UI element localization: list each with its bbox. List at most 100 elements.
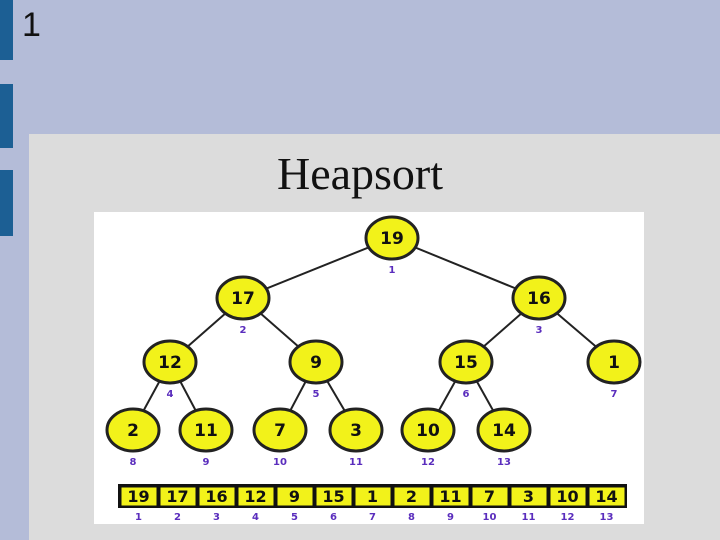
- heap-node-circle: [511, 275, 567, 321]
- heap-node-index: 6: [463, 389, 470, 400]
- heap-node-value: 14: [492, 421, 516, 441]
- heap-node-index: 1: [389, 265, 396, 276]
- heap-node: 95: [288, 339, 344, 400]
- array-cell-index: 13: [600, 512, 614, 523]
- slide-title: Heapsort: [276, 148, 444, 199]
- heap-node: 16 3: [511, 275, 567, 336]
- array-cell-value: 17: [166, 487, 188, 506]
- heap-node-circle: [328, 407, 384, 453]
- heap-node-circle: [364, 215, 420, 261]
- array-cell: [198, 486, 236, 507]
- array-cell-index: 2: [174, 512, 181, 523]
- heap-node: 17: [586, 339, 642, 400]
- array-cell: [120, 486, 158, 507]
- heap-node-value: 19: [380, 229, 404, 249]
- array-cell-index: 8: [408, 512, 415, 523]
- array-cell-value: 11: [439, 487, 461, 506]
- heap-node-index: 9: [203, 457, 210, 468]
- array-cell-index: 11: [522, 512, 536, 523]
- heap-node-circle: [586, 339, 642, 385]
- heap-node-value: 9: [310, 353, 322, 373]
- heap-node-circle: [142, 339, 198, 385]
- heap-node-circle: [215, 275, 271, 321]
- heap-node: 19 1: [364, 215, 420, 276]
- heap-node-value: 1: [608, 353, 620, 373]
- heap-node-index: 3: [536, 325, 543, 336]
- heap-node-index: 4: [167, 389, 174, 400]
- heap-node-index: 11: [349, 457, 363, 468]
- slide-number: 1: [22, 6, 41, 44]
- array-cell-value: 12: [244, 487, 266, 506]
- heap-node-index: 8: [130, 457, 137, 468]
- array-cell-value: 19: [127, 487, 149, 506]
- array-cell: [393, 486, 431, 507]
- array-cell-value: 3: [523, 487, 534, 506]
- array-cell: [237, 486, 275, 507]
- heap-node-value: 16: [527, 289, 551, 309]
- heap-node: 7 10: [252, 407, 308, 468]
- heap-edge: [242, 237, 393, 299]
- heap-node-value: 11: [194, 421, 218, 441]
- heap-node-index: 12: [421, 457, 435, 468]
- array-cell-index: 6: [330, 512, 337, 523]
- array-cell-value: 2: [406, 487, 417, 506]
- heap-node-value: 3: [350, 421, 362, 441]
- array-cell: [354, 486, 392, 507]
- heap-node-circle: [400, 407, 456, 453]
- heap-node-index: 7: [611, 389, 618, 400]
- array-cell-index: 10: [483, 512, 497, 523]
- heap-node: 28: [105, 407, 161, 468]
- array-cell-index: 3: [213, 512, 220, 523]
- array-cell: [432, 486, 470, 507]
- array-cell-value: 10: [556, 487, 578, 506]
- heap-node-value: 10: [416, 421, 440, 441]
- heap-node: 15 6: [438, 339, 494, 400]
- array-cell-value: 15: [322, 487, 344, 506]
- heap-node: 10 12: [400, 407, 456, 468]
- array-cell: [315, 486, 353, 507]
- array-cell: [549, 486, 587, 507]
- heap-node: 17 2: [215, 275, 271, 336]
- side-tab-1: [0, 0, 13, 60]
- array-cell-index: 1: [135, 512, 142, 523]
- heap-node-value: 12: [158, 353, 182, 373]
- heap-node: 3 11: [328, 407, 384, 468]
- heap-node-circle: [178, 407, 234, 453]
- array-cell: [159, 486, 197, 507]
- array-cell-index: 9: [447, 512, 454, 523]
- heap-node-circle: [105, 407, 161, 453]
- array-cell-index: 7: [369, 512, 376, 523]
- array-cell-value: 14: [595, 487, 617, 506]
- heap-node-value: 7: [274, 421, 286, 441]
- array-cell-value: 16: [205, 487, 227, 506]
- heap-node-circle: [288, 339, 344, 385]
- heap-node-index: 13: [497, 457, 511, 468]
- array-cell-value: 1: [367, 487, 378, 506]
- side-tab-2: [0, 84, 13, 148]
- heap-node-index: 10: [273, 457, 287, 468]
- heap-node: 14 13: [476, 407, 532, 468]
- heap-node-index: 5: [313, 389, 320, 400]
- heap-node-circle: [252, 407, 308, 453]
- array-cell-index: 12: [561, 512, 575, 523]
- heap-node: 11 9: [178, 407, 234, 468]
- heap-node-circle: [476, 407, 532, 453]
- heap-node: 12 4: [142, 339, 198, 400]
- side-tab-3: [0, 170, 13, 236]
- array-cell-value: 7: [484, 487, 495, 506]
- array-cell: [276, 486, 314, 507]
- heap-node-value: 15: [454, 353, 478, 373]
- heap-node-index: 2: [240, 325, 247, 336]
- array-cell-value: 9: [289, 487, 300, 506]
- array-cell: [510, 486, 548, 507]
- heap-node-value: 2: [127, 421, 139, 441]
- heap-node-circle: [438, 339, 494, 385]
- array-cell: [588, 486, 626, 507]
- array-cell-index: 4: [252, 512, 259, 523]
- heap-node-value: 17: [231, 289, 255, 309]
- array-cell-index: 5: [291, 512, 298, 523]
